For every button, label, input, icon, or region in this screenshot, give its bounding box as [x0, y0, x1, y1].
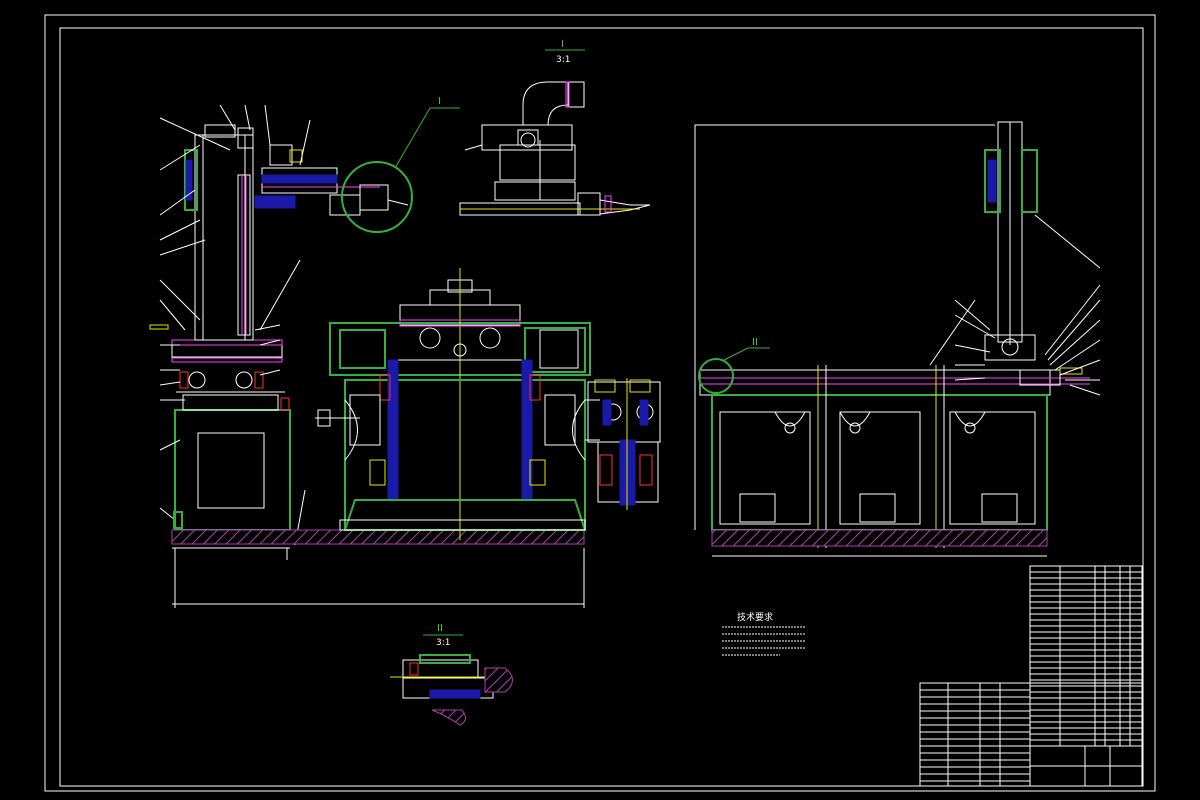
right-side-view: II — [694, 121, 1101, 557]
outer-border — [44, 14, 1156, 792]
foundation-left — [171, 529, 585, 545]
detail-2-scale: 3:1 — [436, 638, 450, 648]
detail-2-title: II — [437, 623, 443, 634]
detail-1-scale: 3:1 — [556, 55, 570, 65]
parts-list-table — [1029, 565, 1143, 747]
detail-1-title: I — [561, 39, 564, 50]
detail-1-marker: I — [438, 96, 441, 107]
title-block — [919, 682, 1143, 787]
detail-1-view: I 3:1 — [459, 39, 651, 216]
detail-2-marker: II — [752, 337, 758, 348]
center-gearbox-view — [315, 268, 661, 540]
detail-2-view: II 3:1 — [390, 623, 513, 726]
technical-requirements: 技术要求 — [722, 611, 805, 656]
tech-req-heading: 技术要求 — [737, 611, 773, 623]
left-column-view: I — [149, 96, 460, 546]
inner-border — [59, 27, 1144, 787]
